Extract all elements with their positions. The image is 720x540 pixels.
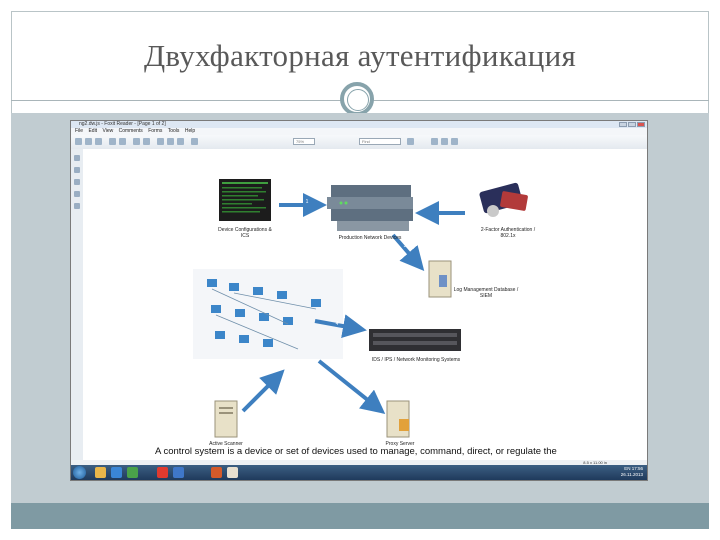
arrow-label-5: 5 <box>339 377 359 383</box>
bookmarks-icon[interactable] <box>74 155 80 161</box>
label-two-factor: 2-Factor Authentication / 802.1x <box>473 227 543 239</box>
footer-band <box>11 503 709 529</box>
signatures-icon[interactable] <box>74 203 80 209</box>
minimize-button[interactable] <box>619 122 627 127</box>
arrow-label-3: 3 <box>395 243 415 249</box>
log-server-icon <box>429 261 451 297</box>
label-device-configurations: Device Configurations & ICS <box>215 227 275 239</box>
pages-icon[interactable] <box>74 167 80 173</box>
menu-tools[interactable]: Tools <box>168 128 180 134</box>
arrow-5 <box>319 361 379 409</box>
zoom-field[interactable]: 75% <box>293 138 315 145</box>
pencil-icon[interactable] <box>451 138 458 145</box>
layers-icon[interactable] <box>74 191 80 197</box>
window-title: ng2.dw.js - Foxit Reader - [Page 1 of 2] <box>79 121 166 128</box>
menu-edit[interactable]: Edit <box>88 128 97 134</box>
clock-date: 26.11.2013 <box>621 472 643 477</box>
arrow-scanner <box>243 375 279 411</box>
word-taskbar-icon[interactable] <box>173 467 184 478</box>
maximize-button[interactable] <box>628 122 636 127</box>
menu-file[interactable]: File <box>75 128 83 134</box>
slide-title: Двухфакторная аутентификация <box>0 38 720 74</box>
ids-appliance-icon <box>369 329 461 351</box>
find-icon[interactable] <box>407 138 414 145</box>
menu-forms[interactable]: Forms <box>148 128 162 134</box>
menu-help[interactable]: Help <box>185 128 195 134</box>
menu-view[interactable]: View <box>102 128 113 134</box>
open-icon[interactable] <box>75 138 82 145</box>
language-indicator[interactable]: EN <box>624 466 630 471</box>
start-button[interactable] <box>73 466 86 479</box>
system-tray: EN 17:56 26.11.2013 <box>621 466 643 478</box>
save-icon[interactable] <box>85 138 92 145</box>
workstations-network-image <box>193 269 343 359</box>
proxy-server-icon <box>387 401 409 437</box>
attachments-icon[interactable] <box>74 179 80 185</box>
next-page-icon[interactable] <box>177 138 184 145</box>
zoom-in-icon[interactable] <box>133 138 140 145</box>
media-taskbar-icon[interactable] <box>127 467 138 478</box>
document-body-text: A control system is a device or set of d… <box>155 446 557 457</box>
terminal-screen-icon <box>219 179 271 221</box>
auth-token-icon <box>479 182 528 217</box>
rotate-icon[interactable] <box>191 138 198 145</box>
clock-time[interactable]: 17:56 <box>632 466 643 471</box>
windows-taskbar: EN 17:56 26.11.2013 <box>71 465 647 480</box>
menu-bar: File Edit View Comments Forms Tools Help… <box>71 128 647 135</box>
explorer-taskbar-icon[interactable] <box>95 467 106 478</box>
zoom-out-icon[interactable] <box>143 138 150 145</box>
print-icon[interactable] <box>95 138 102 145</box>
chrome-taskbar-icon[interactable] <box>157 467 168 478</box>
network-diagram <box>83 149 648 467</box>
toolbar: 75% Find <box>71 135 647 150</box>
arrow-label-2: 2 <box>435 207 455 213</box>
embedded-screenshot: ng2.dw.js - Foxit Reader - [Page 1 of 2]… <box>70 120 648 481</box>
router-stack-icon <box>327 185 413 231</box>
comment-icon[interactable] <box>431 138 438 145</box>
arrow-label-1: 1 <box>297 199 317 205</box>
close-button[interactable] <box>637 122 645 127</box>
prev-page-icon[interactable] <box>167 138 174 145</box>
find-field[interactable]: Find <box>359 138 401 145</box>
hand-tool-icon[interactable] <box>109 138 116 145</box>
active-scanner-icon <box>215 401 237 437</box>
powerpoint-taskbar-icon[interactable] <box>211 467 222 478</box>
highlight-icon[interactable] <box>441 138 448 145</box>
ie-taskbar-icon[interactable] <box>111 467 122 478</box>
foxit-taskbar-icon[interactable] <box>227 467 238 478</box>
label-ids-ips: IDS / IPS / Network Monitoring Systems <box>371 357 461 363</box>
select-tool-icon[interactable] <box>119 138 126 145</box>
label-log-management: Log Management Database / SIEM <box>451 287 521 299</box>
document-page: 1 2 3 4 5 Device Configurations & ICS Pr… <box>83 149 648 467</box>
divider-ring-ornament <box>340 82 374 116</box>
arrow-label-4: 4 <box>327 321 347 327</box>
menu-comments[interactable]: Comments <box>119 128 143 134</box>
first-page-icon[interactable] <box>157 138 164 145</box>
label-production-devices: Production Network Devices <box>327 235 413 241</box>
